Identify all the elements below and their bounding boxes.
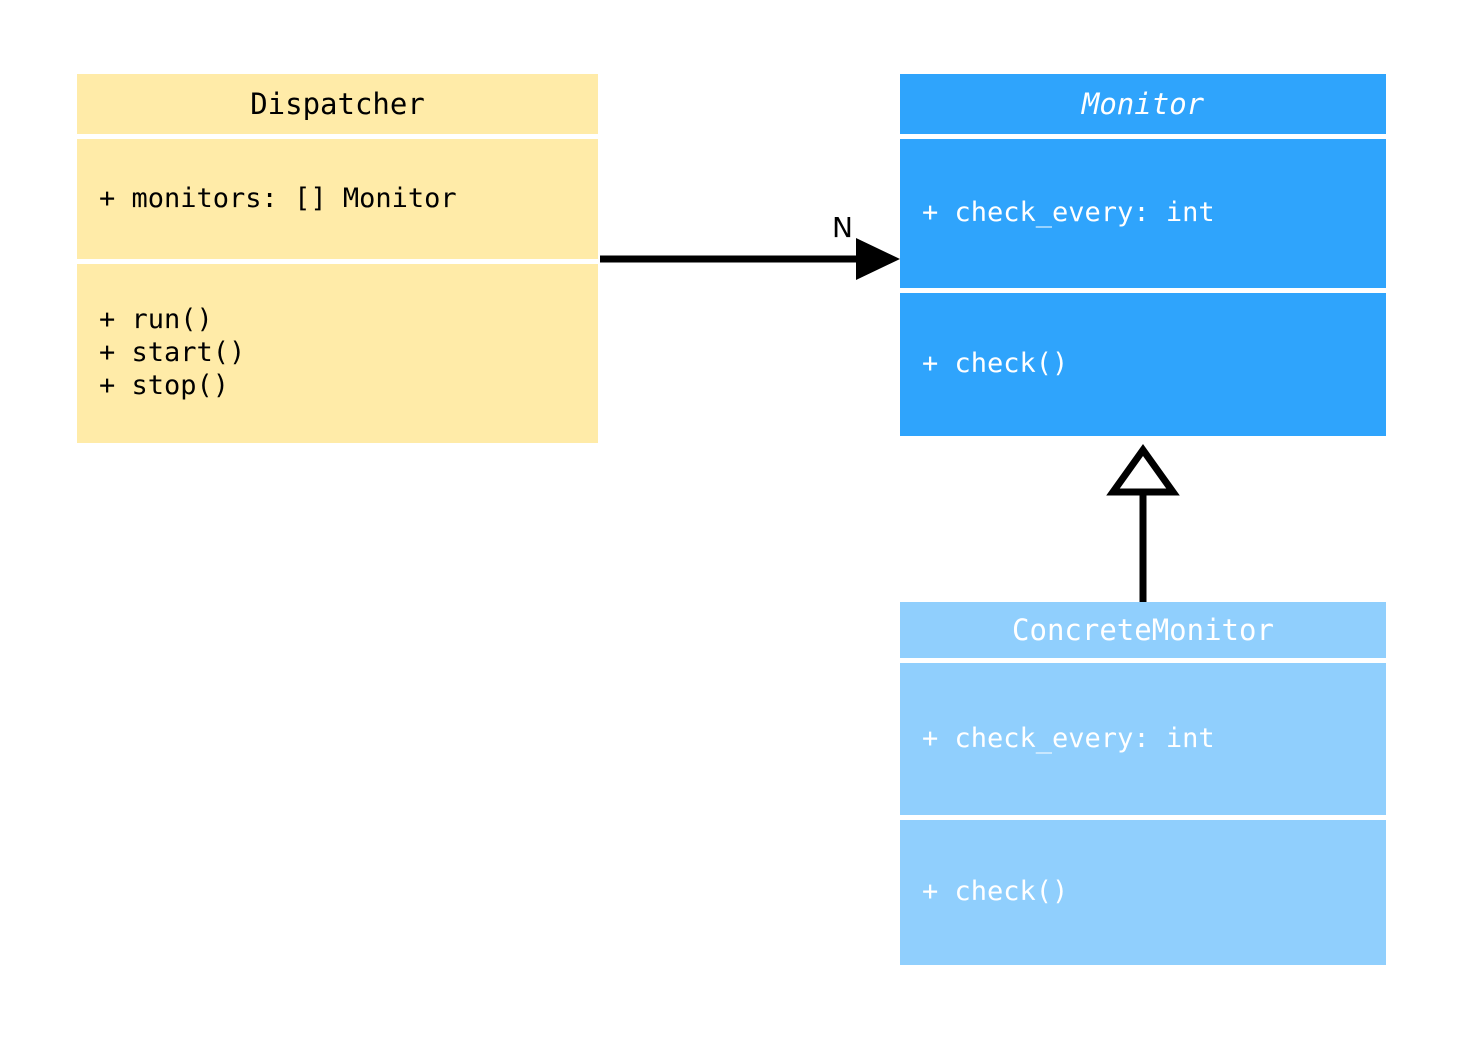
association-dispatcher-to-monitor: [600, 238, 900, 280]
class-methods-monitor: + check(): [900, 293, 1386, 436]
method-item: + stop(): [99, 369, 230, 401]
class-attributes-dispatcher: + monitors: [] Monitor: [77, 139, 598, 259]
association-multiplicity-label: N: [832, 211, 853, 244]
class-title-monitor: Monitor: [900, 74, 1386, 134]
class-title-concrete-monitor: ConcreteMonitor: [900, 602, 1386, 658]
class-title-dispatcher: Dispatcher: [77, 74, 598, 134]
class-box-concrete-monitor[interactable]: ConcreteMonitor + check_every: int + che…: [900, 602, 1386, 970]
method-item: + run(): [99, 304, 213, 336]
generalization-triangle-icon: [1106, 443, 1180, 496]
class-methods-dispatcher: + run() + start() + stop(): [77, 264, 598, 443]
class-box-dispatcher[interactable]: Dispatcher + monitors: [] Monitor + run(…: [77, 74, 598, 443]
generalization-concrete-to-monitor: [1106, 443, 1180, 602]
class-methods-concrete-monitor: + check(): [900, 820, 1386, 965]
method-item: + check(): [922, 348, 1069, 380]
class-attributes-concrete-monitor: + check_every: int: [900, 663, 1386, 815]
attribute-item: + monitors: [] Monitor: [99, 182, 457, 214]
class-attributes-monitor: + check_every: int: [900, 139, 1386, 288]
attribute-item: + check_every: int: [922, 722, 1215, 754]
method-item: + check(): [922, 876, 1069, 908]
association-arrowhead-icon: [856, 238, 900, 280]
method-item: + start(): [99, 337, 246, 369]
attribute-item: + check_every: int: [922, 197, 1215, 229]
class-box-monitor[interactable]: Monitor + check_every: int + check(): [900, 74, 1386, 441]
